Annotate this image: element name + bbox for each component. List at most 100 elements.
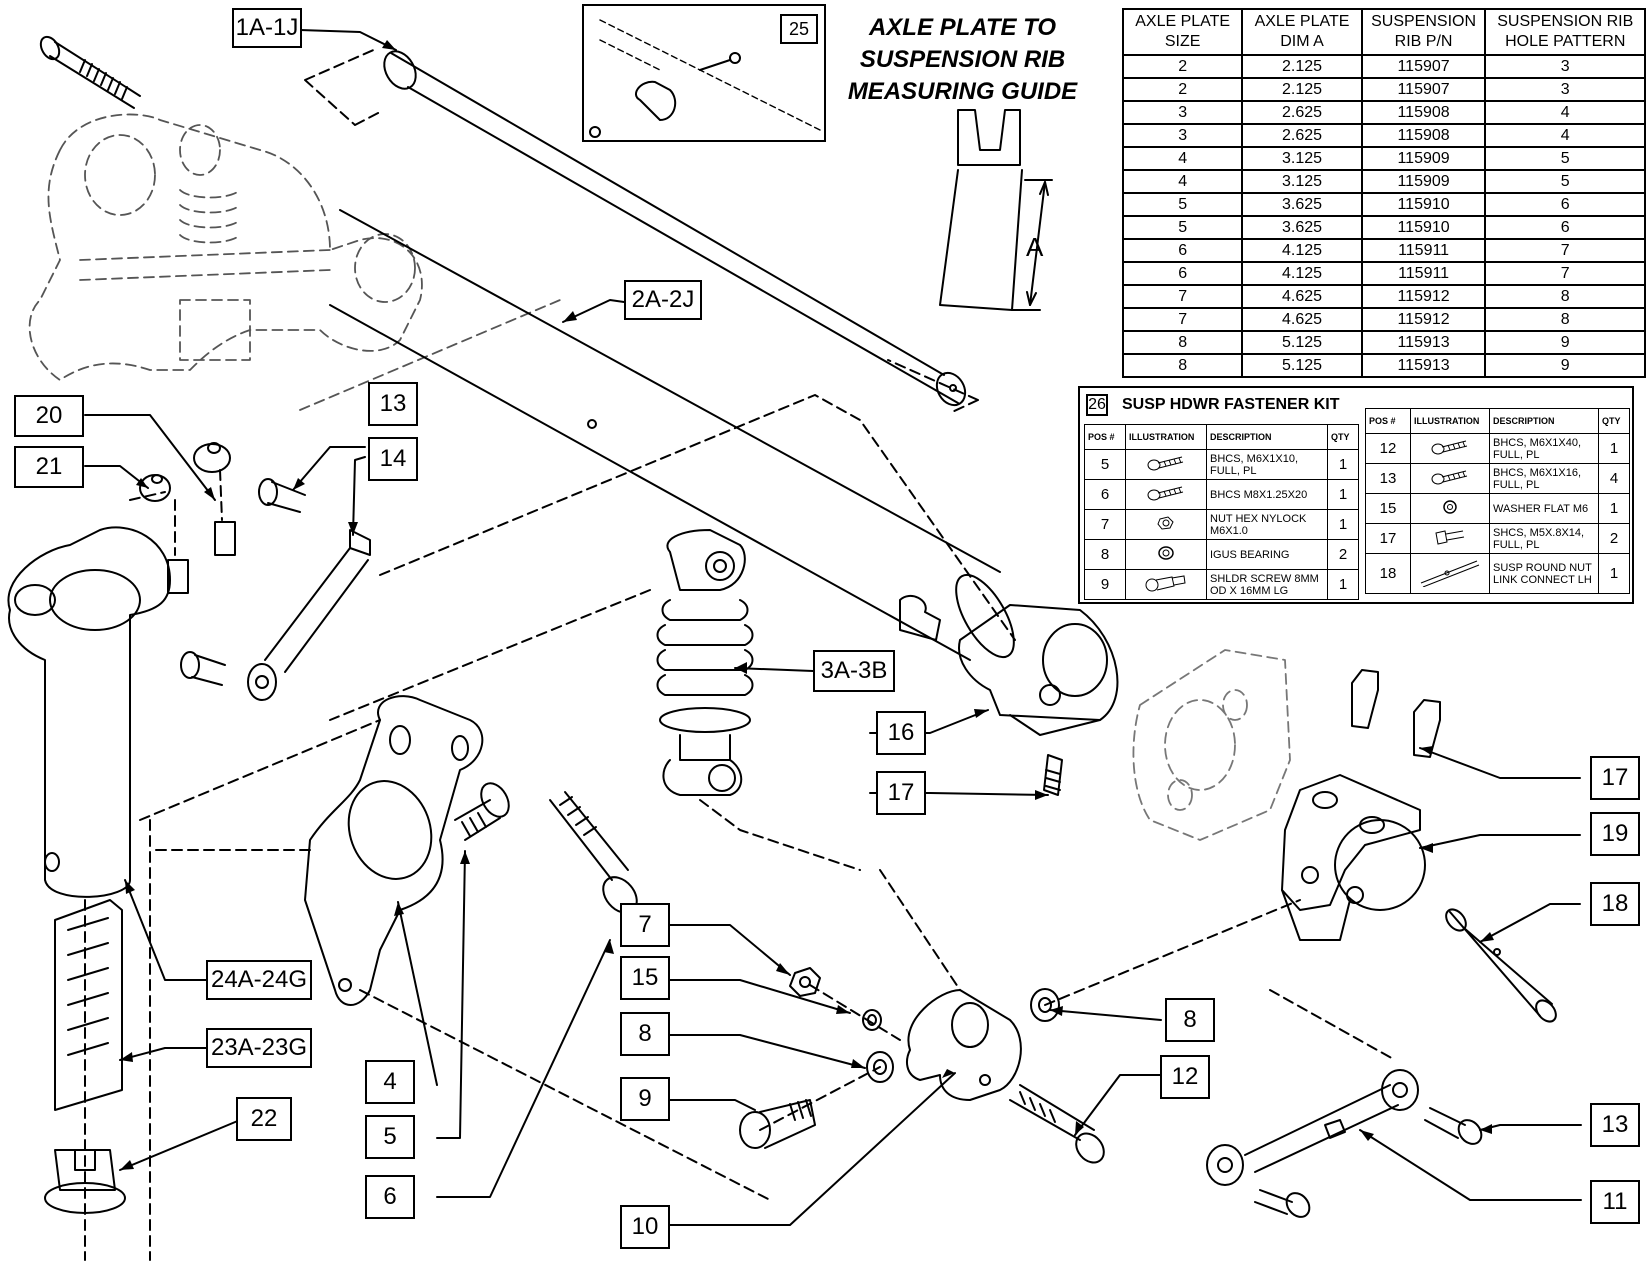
- socket-head-screw-icon: [1410, 523, 1490, 554]
- axle-table-cell: 5.125: [1241, 330, 1363, 355]
- pin-18: [1445, 908, 1557, 1023]
- callout-16: 16: [876, 711, 926, 755]
- axle-tube-1: [304, 47, 979, 414]
- axle-table-cell: 5: [1484, 169, 1646, 194]
- measuring-guide-title-line2: SUSPENSION RIB: [859, 46, 1066, 73]
- axle-table-cell: 115910: [1360, 215, 1487, 240]
- long-bolt-top-left: [39, 35, 141, 109]
- kit-description: BHCS, M6X1X40, FULL, PL: [1489, 433, 1599, 464]
- dimension-a-label: A: [1026, 232, 1044, 262]
- fastener-kit-table: 26 SUSP HDWR FASTENER KIT POS # ILLUSTRA…: [1078, 386, 1634, 604]
- axle-table-cell: 7: [1484, 238, 1646, 263]
- inset-25-drawing: [589, 19, 821, 138]
- hex-nut-icon: [1125, 509, 1207, 540]
- hardware-axis-lines: [759, 899, 1396, 1131]
- shock-absorber: [329, 529, 861, 871]
- axle-table-cell: 3: [1121, 123, 1244, 148]
- kit-description: NUT HEX NYLOCK M6X1.0: [1206, 509, 1328, 540]
- screw-6: [549, 791, 638, 914]
- kit-header-illustration: ILLUSTRATION: [1125, 424, 1207, 450]
- axle-table-cell: 9: [1484, 353, 1646, 378]
- screws-17-right: [1351, 669, 1441, 758]
- callout-13-right: 13: [1590, 1103, 1640, 1147]
- axle-table-cell: 3: [1484, 54, 1646, 79]
- axle-table-cell: 3.125: [1241, 169, 1363, 194]
- foot-22: [44, 1149, 126, 1214]
- bearing-8-right: [1030, 988, 1060, 1022]
- axle-table-cell: 5: [1484, 146, 1646, 171]
- axle-table-cell: 9: [1484, 330, 1646, 355]
- axle-table-cell: 115907: [1360, 54, 1487, 79]
- axle-table-cell: 5: [1121, 192, 1244, 217]
- clamp-post-24: [7, 526, 171, 898]
- kit-pos: 18: [1365, 553, 1411, 594]
- axle-table-cell: 115911: [1360, 261, 1487, 286]
- screw-5: [454, 782, 510, 841]
- kit-description: WASHER FLAT M6: [1489, 493, 1599, 524]
- ghost-frame-assembly: [28, 113, 561, 411]
- axle-table-cell: 6: [1484, 215, 1646, 240]
- callout-23a-23g: 23A-23G: [206, 1028, 312, 1068]
- screw-13-top: [258, 478, 306, 513]
- axle-table-cell: 4: [1484, 123, 1646, 148]
- callout-10: 10: [620, 1205, 670, 1249]
- kit-pos: 13: [1365, 463, 1411, 494]
- callout-21: 21: [14, 446, 84, 488]
- axle-table-cell: 4.625: [1241, 307, 1363, 332]
- measuring-guide-title-line1: AXLE PLATE TO: [868, 14, 1057, 41]
- kit-description: IGUS BEARING: [1206, 539, 1328, 570]
- axle-table-cell: 4.125: [1241, 238, 1363, 263]
- callout-6: 6: [365, 1175, 415, 1219]
- fastener-kit-title: SUSP HDWR FASTENER KIT: [1122, 396, 1340, 413]
- callout-2a-2j: 2A-2J: [624, 280, 702, 320]
- kit-pos: 7: [1084, 509, 1126, 540]
- kit-description: SHCS, M5X.8X14, FULL, PL: [1489, 523, 1599, 554]
- axle-table-cell: 7: [1121, 284, 1244, 309]
- callout-19: 19: [1590, 812, 1640, 856]
- axle-table-cell: 4: [1484, 100, 1646, 125]
- kit-qty: 2: [1598, 523, 1630, 554]
- axle-table-cell: 115913: [1360, 330, 1487, 355]
- axle-table-cell: 8: [1121, 330, 1244, 355]
- axle-table-cell: 2: [1121, 77, 1244, 102]
- link-rod-11: [1206, 1069, 1419, 1186]
- fastener-kit-number: 26: [1086, 394, 1108, 416]
- axle-table-cell: 3: [1484, 77, 1646, 102]
- callout-18: 18: [1590, 882, 1640, 926]
- kit-qty: 1: [1327, 449, 1359, 480]
- axle-table-cell: 6: [1121, 238, 1244, 263]
- axle-table-cell: 6: [1121, 261, 1244, 286]
- callout-3a-3b: 3A-3B: [813, 650, 895, 692]
- axle-table-cell: 2.625: [1241, 123, 1363, 148]
- axle-table-cell: 5: [1121, 215, 1244, 240]
- suspension-block-19: [1281, 774, 1426, 941]
- screw-13-right: [1424, 1107, 1483, 1145]
- callout-13-top: 13: [368, 382, 418, 426]
- kit-description: BHCS, M6X1X16, FULL, PL: [1489, 463, 1599, 494]
- shoulder-screw-icon: [1125, 569, 1207, 600]
- kit-pos: 8: [1084, 539, 1126, 570]
- axle-table-cell: 115913: [1360, 353, 1487, 378]
- screw-21: [167, 559, 189, 594]
- axle-table-cell: 3: [1121, 100, 1244, 125]
- button-head-screw-icon: [1125, 449, 1207, 480]
- axle-table-cell: 5.125: [1241, 353, 1363, 378]
- callout-15: 15: [620, 956, 670, 1000]
- callout-20: 20: [14, 395, 84, 437]
